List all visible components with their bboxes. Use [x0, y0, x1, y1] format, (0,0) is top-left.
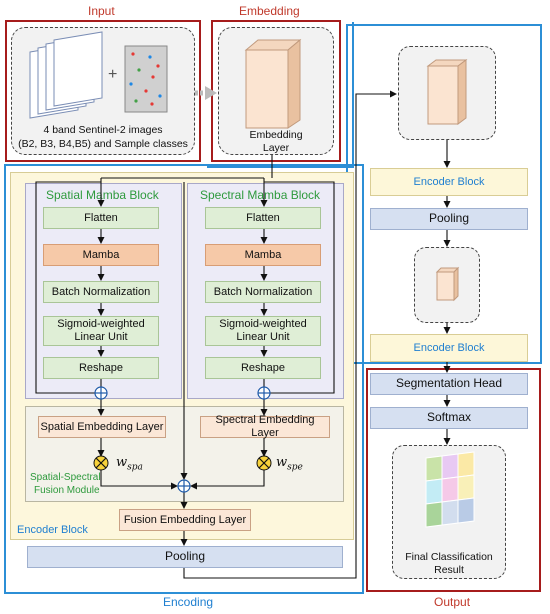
fusion-embedding-box: Fusion Embedding Layer: [119, 509, 251, 531]
output-frame: [366, 368, 541, 592]
spatial-mamba-title: Spatial Mamba Block: [46, 188, 159, 202]
spectral-multiply-icon: [256, 455, 272, 471]
output-footer: Output: [434, 595, 471, 609]
w-spa-subscript: spa: [127, 462, 143, 473]
right-encoder-block-1: Encoder Block: [370, 168, 528, 196]
segmentation-head-box: Segmentation Head: [370, 373, 528, 395]
fusion-sum-icon: [177, 479, 191, 493]
spectral-silu-line1: Sigmoid-weighted: [219, 318, 307, 331]
result-caption-1: Final Classification: [405, 551, 493, 563]
feature-map-icon-large: [426, 59, 468, 125]
fusion-module-label-2: Fusion Module: [34, 485, 100, 496]
spatial-flatten-box: Flatten: [43, 207, 159, 229]
encoding-footer: Encoding: [163, 595, 214, 609]
input-plus-sign: +: [108, 66, 118, 83]
softmax-box: Softmax: [370, 407, 528, 429]
encoding-pooling-box: Pooling: [27, 546, 343, 568]
embedding-caption-1: Embedding: [249, 129, 303, 141]
spectral-reshape-box: Reshape: [205, 357, 321, 379]
w-spa-label: wspa: [116, 455, 143, 473]
spatial-multiply-icon: [93, 455, 109, 471]
input-caption-2: (B2, B3, B4,B5) and Sample classes: [18, 138, 188, 150]
spectral-silu-box: Sigmoid-weighted Linear Unit: [205, 316, 321, 346]
spectral-mamba-box: Mamba: [205, 244, 321, 266]
spatial-mamba-box: Mamba: [43, 244, 159, 266]
spectral-silu-line2: Linear Unit: [236, 331, 290, 343]
encoder-block-label: Encoder Block: [17, 524, 88, 536]
spatial-sum-icon: [94, 386, 108, 400]
spectral-sum-icon: [257, 386, 271, 400]
sample-classes-icon: [124, 45, 168, 113]
band-stack-icon: [29, 31, 103, 119]
spectral-embedding-box: Spectral Embedding Layer: [200, 414, 330, 439]
w-spe-subscript: spe: [287, 462, 303, 473]
embedding-header: Embedding: [239, 4, 300, 18]
spatial-embedding-box: Spatial Embedding Layer: [38, 416, 166, 438]
fusion-module-label-1: Spatial-Spectral: [30, 472, 101, 483]
encoding-top-frame: [207, 22, 354, 168]
spatial-silu-line2: Linear Unit: [74, 331, 128, 343]
spatial-batchnorm-box: Batch Normalization: [43, 281, 159, 303]
spatial-silu-line1: Sigmoid-weighted: [57, 318, 145, 331]
input-header: Input: [88, 4, 115, 18]
result-caption-2: Result: [434, 564, 464, 576]
spatial-reshape-box: Reshape: [43, 357, 159, 379]
w-spe-label: wspe: [276, 455, 303, 473]
input-to-embedding-arrow: [195, 86, 217, 100]
classification-map-icon: [425, 451, 475, 528]
w-spe-symbol: w: [276, 455, 288, 470]
w-spa-symbol: w: [116, 455, 128, 470]
spectral-flatten-box: Flatten: [205, 207, 321, 229]
right-pooling-box: Pooling: [370, 208, 528, 230]
encoding-frame: [4, 164, 364, 594]
spectral-batchnorm-box: Batch Normalization: [205, 281, 321, 303]
embedding-layer-icon: [244, 38, 302, 129]
feature-map-icon-small: [435, 266, 460, 302]
spectral-mamba-title: Spectral Mamba Block: [200, 188, 321, 202]
spatial-silu-box: Sigmoid-weighted Linear Unit: [43, 316, 159, 346]
right-encoder-block-2: Encoder Block: [370, 334, 528, 362]
input-caption-1: 4 band Sentinel-2 images: [43, 124, 163, 136]
embedding-caption-2: Layer: [262, 142, 290, 154]
